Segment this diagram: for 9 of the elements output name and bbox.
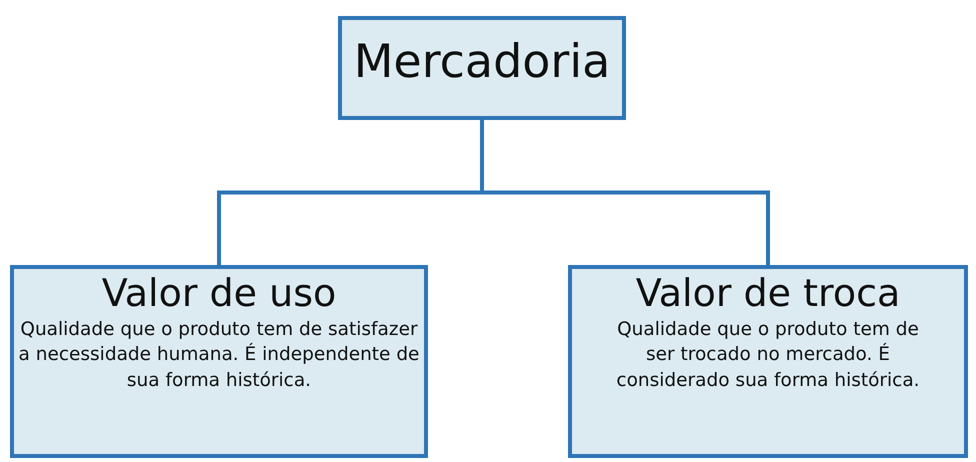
heading: Valor de troca: [636, 271, 900, 317]
description: Qualidade que o produto tem de ser trocado no mercado. É considerado sua forma histórica.: [615, 318, 921, 394]
title-box: [338, 16, 626, 120]
connector-line: [480, 120, 770, 265]
heading: Mercadoria: [354, 34, 610, 90]
heading: Valor de uso: [102, 271, 336, 317]
concept-box: [568, 265, 968, 458]
description: Qualidade que o produto tem de satisfazer a necessidade humana. É independente de sua forma histórica.: [18, 318, 420, 394]
concept-box: [10, 265, 428, 458]
